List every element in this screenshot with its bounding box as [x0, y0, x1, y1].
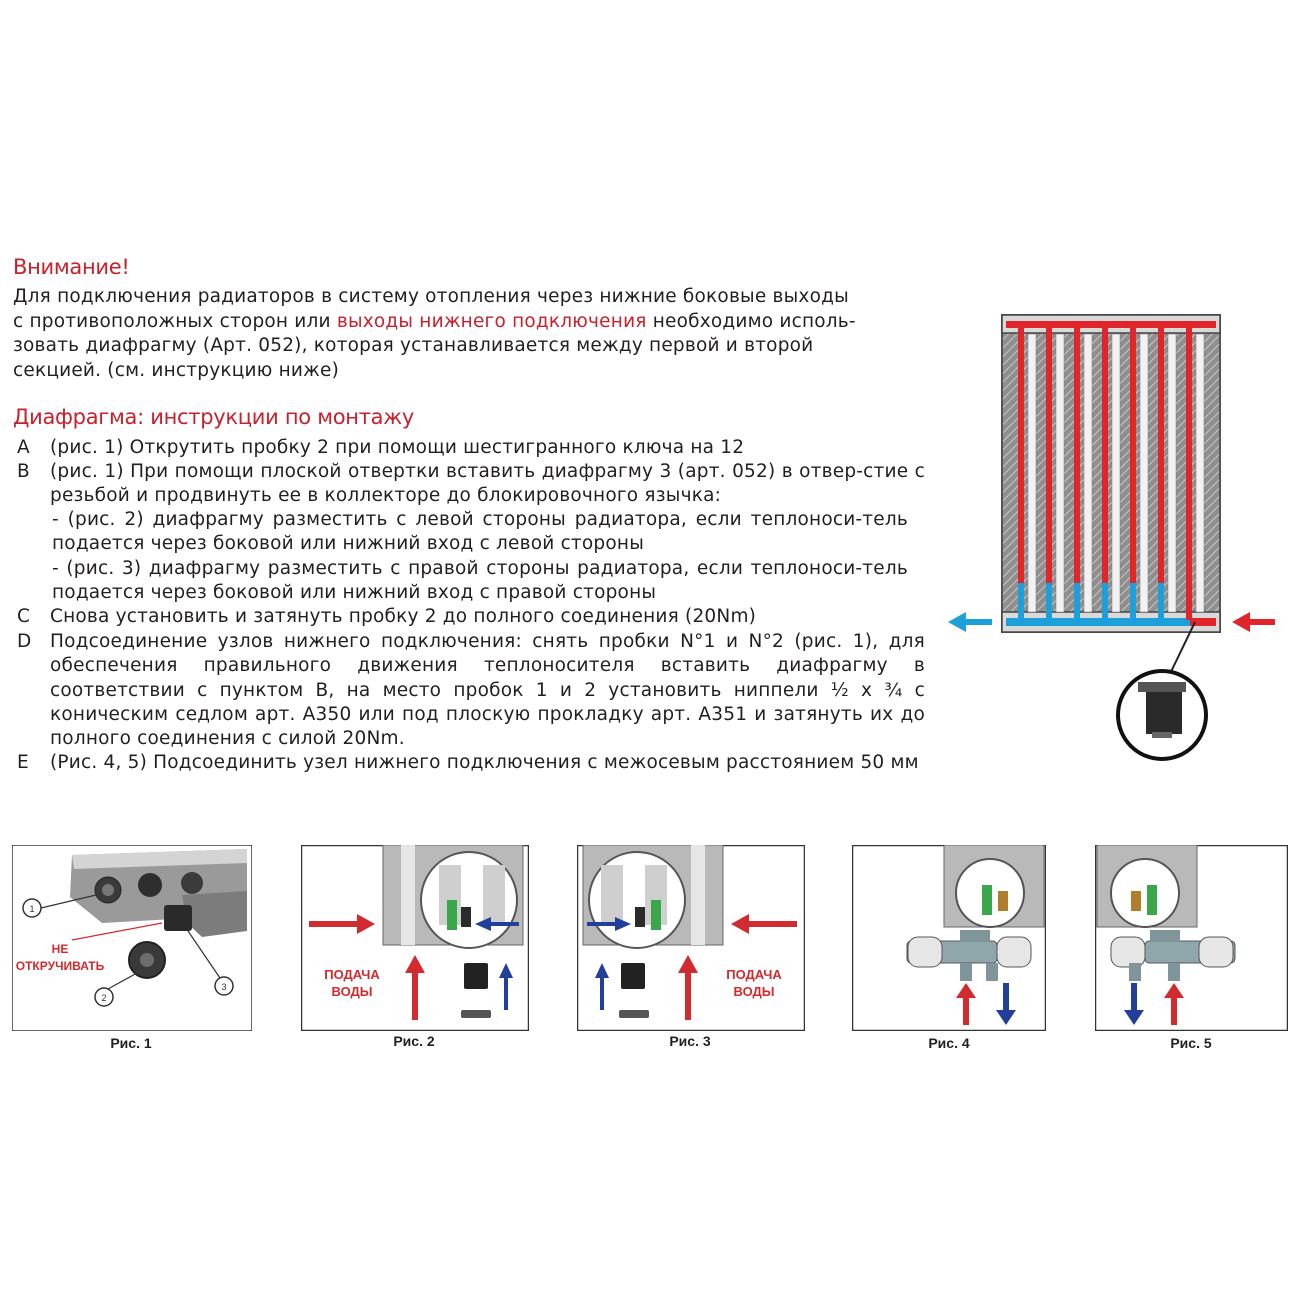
instruction-item-b: B (рис. 1) При помощи плоской отвертки в…	[17, 460, 927, 510]
svg-text:2: 2	[101, 993, 106, 1003]
instruction-item-a: A (рис. 1) Открутить пробку 2 при помощи…	[17, 436, 927, 461]
figure-1: 1 2 3 НЕ ОТКРУЧИВАТЬ	[12, 845, 252, 1031]
warning-line-3: зовать диафрагму (Арт. 052), которая уст…	[13, 335, 814, 356]
figure-1-caption: Рис. 1	[110, 1035, 152, 1051]
instruction-sub-1: - (рис. 2) диафрагму разместить с левой …	[52, 509, 908, 555]
figure-4-illustration	[852, 845, 1046, 1031]
item-letter: B	[17, 461, 30, 482]
item-text: (рис. 1) При помощи плоской отвертки вст…	[50, 461, 925, 507]
water-supply-label: ПОДАЧА ВОДЫ	[324, 967, 380, 999]
figure-1-illustration: 1 2 3	[12, 845, 252, 1031]
inlet-arrow-icon	[1232, 612, 1275, 632]
figure-3-caption: Рис. 3	[669, 1033, 711, 1049]
item-letter: A	[17, 437, 30, 458]
item-text: (Рис. 4, 5) Подсоединить узел нижнего по…	[50, 752, 919, 773]
diaphragm-zoom-icon	[1116, 669, 1208, 761]
svg-text:3: 3	[221, 982, 226, 992]
warning-line-1: Для подключения радиаторов в систему ото…	[13, 286, 849, 307]
warning-line-2: с противоположных сторон или выходы нижн…	[13, 310, 856, 332]
marker-2-icon	[94, 987, 114, 1007]
figure-5-illustration	[1095, 845, 1288, 1031]
figure-5	[1095, 845, 1288, 1031]
figure-5-caption: Рис. 5	[1170, 1035, 1212, 1051]
svg-text:1: 1	[29, 904, 34, 914]
instruction-item-e: E (Рис. 4, 5) Подсоединить узел нижнего …	[17, 751, 927, 801]
item-text: Снова установить и затянуть пробку 2 до …	[50, 606, 757, 627]
outlet-arrow-icon	[948, 612, 992, 632]
item-text: (рис. 1) Открутить пробку 2 при помощи ш…	[50, 437, 745, 458]
marker-3-icon	[214, 976, 234, 996]
do-not-unscrew-label: НЕ ОТКРУЧИВАТЬ	[15, 942, 105, 973]
instruction-item-d: D Подсоединение узлов нижнего подключени…	[17, 630, 927, 755]
item-letter: E	[17, 752, 29, 773]
instruction-item-c: C Снова установить и затянуть пробку 2 д…	[17, 605, 927, 630]
figure-4-caption: Рис. 4	[928, 1035, 970, 1051]
instruction-sub-2: - (рис. 3) диафрагму разместить с правой…	[52, 558, 908, 604]
warning-line-4: секцией. (см. инструкцию ниже)	[13, 359, 340, 381]
radiator-diagram	[948, 314, 1275, 761]
figure-4	[852, 845, 1046, 1031]
figure-2-illustration	[301, 845, 529, 1031]
bottom-connection-highlight: выходы нижнего подключения	[336, 310, 647, 332]
radiator-body	[1001, 314, 1221, 633]
item-letter: C	[17, 606, 31, 627]
figure-2: ПОДАЧА ВОДЫ	[301, 845, 529, 1031]
warning-title: Внимание!	[13, 255, 130, 279]
radiator-tubes	[1018, 328, 1205, 621]
instructions-title: Диафрагма: инструкции по монтажу	[13, 405, 414, 429]
water-supply-label: ПОДАЧА ВОДЫ	[726, 967, 782, 999]
item-letter: D	[17, 631, 32, 652]
warning-paragraph: Для подключения радиаторов в систему ото…	[13, 285, 913, 383]
figure-3: ПОДАЧА ВОДЫ	[577, 845, 805, 1031]
figure-3-illustration	[577, 845, 805, 1031]
figure-2-caption: Рис. 2	[393, 1033, 435, 1049]
item-text: Подсоединение узлов нижнего подключения:…	[50, 631, 925, 750]
